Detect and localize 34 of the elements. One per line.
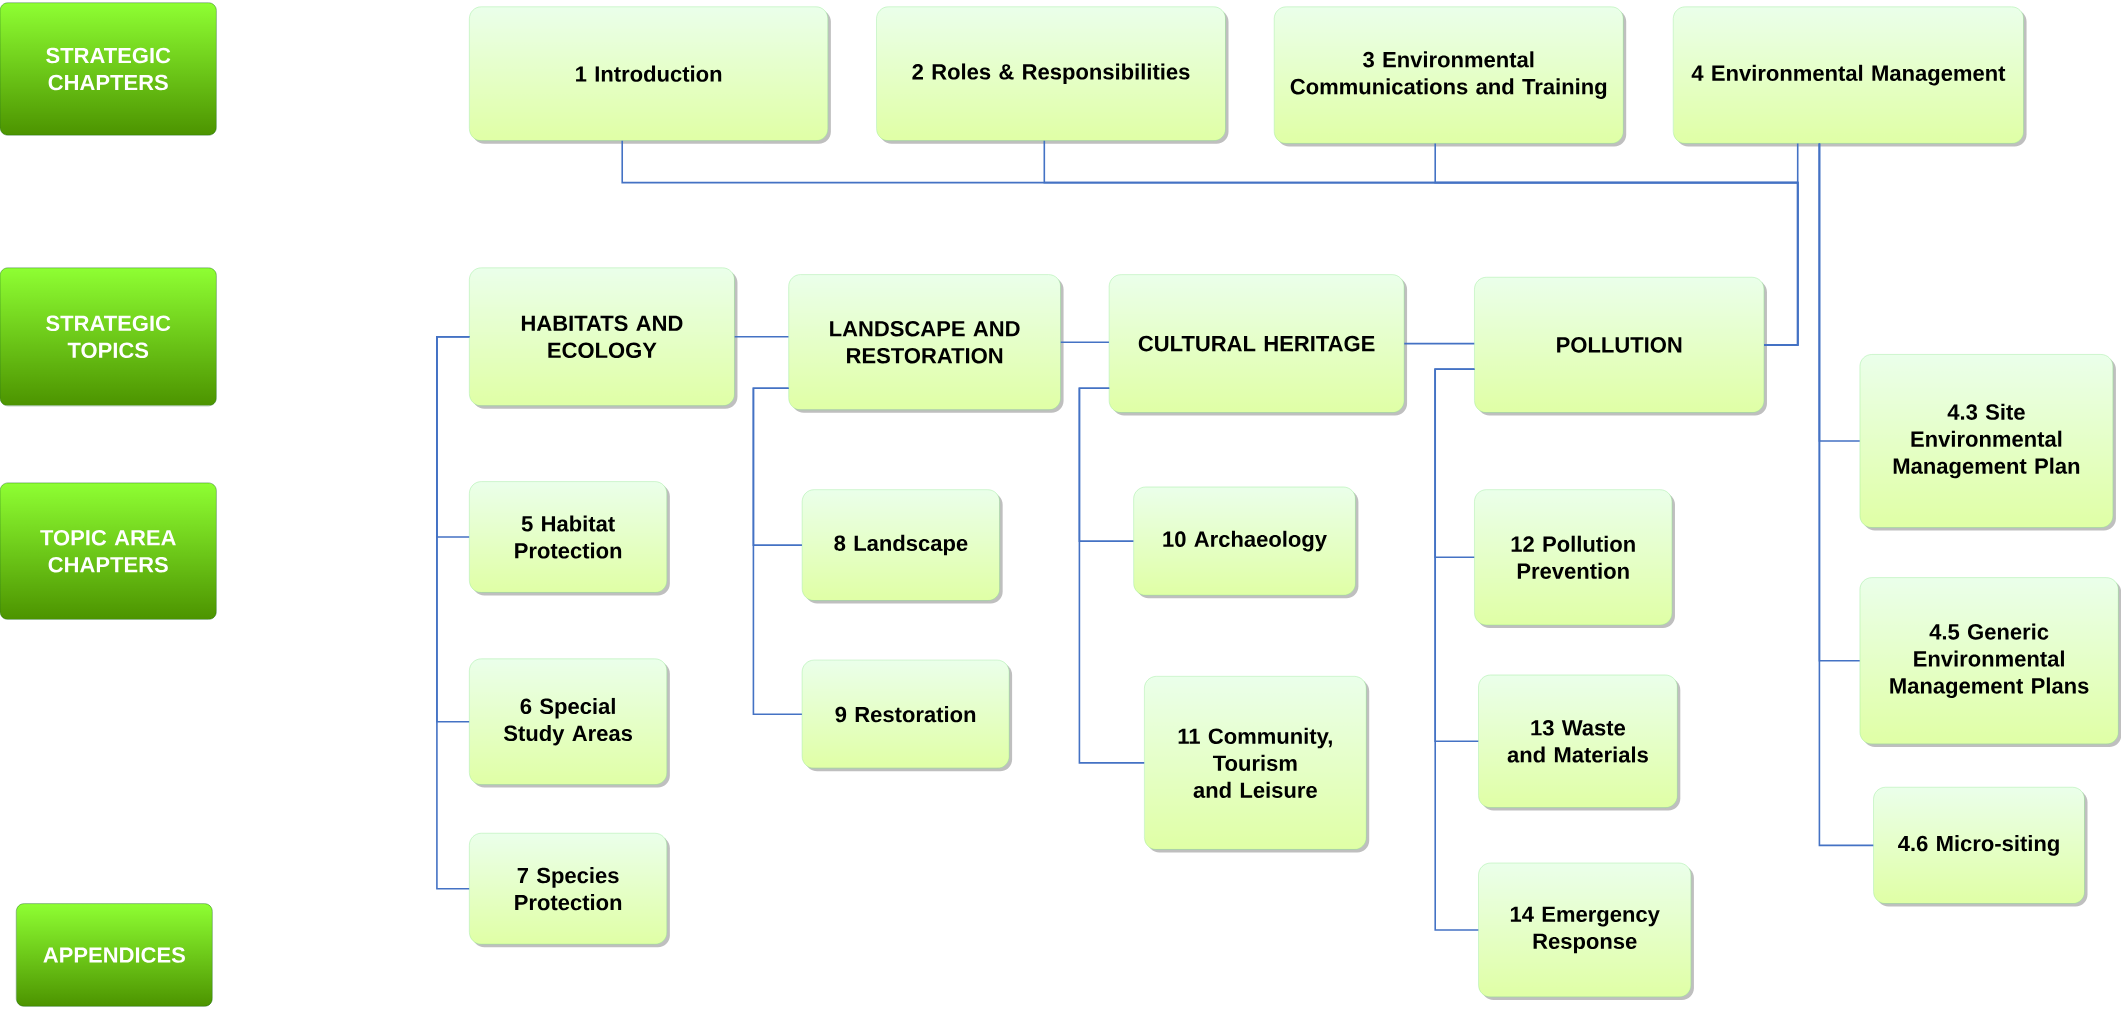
connector-line [1403,342,1476,345]
chapter-box: 4.6 Micro-siting [1873,787,2088,907]
connector-line [1763,142,1799,346]
chapter-box: 2 Roles & Responsibilities [876,6,1229,144]
row-label-box: TOPIC AREA CHAPTERS [0,482,217,620]
chapter-box: LANDSCAPE AND RESTORATION [788,274,1064,413]
chapter-box: 13 Waste and Materials [1478,674,1681,811]
chapter-box: 14 Emergency Response [1478,862,1694,1000]
connector-line [1078,387,1145,764]
chapter-box: 11 Community, Tourism and Leisure [1144,676,1370,853]
chapter-box: 1 Introduction [469,6,831,144]
row-label-box: STRATEGIC CHAPTERS [0,2,217,136]
connector-line [436,336,471,890]
chapter-box: HABITATS AND ECOLOGY [469,267,738,409]
chapter-box: 8 Landscape [801,489,1003,604]
connector-line [1434,368,1480,931]
connector-line [752,387,803,715]
chapter-box: CULTURAL HERITAGE [1108,274,1408,416]
connector-line [1059,341,1110,343]
chapter-box: 4.5 Generic Environmental Management Plans [1859,577,2121,747]
chapter-box: 5 Habitat Protection [469,481,670,596]
chapter-box: 4.3 Site Environmental Management Plan [1859,354,2116,531]
chapter-box: 12 Pollution Prevention [1474,489,1675,628]
chapter-box: 10 Archaeology [1133,486,1359,599]
chapter-box: POLLUTION [1474,277,1767,416]
connector-line [1818,142,1875,847]
chapter-box: 3 Environmental Communications and Training [1274,6,1627,147]
chapter-box: 6 Special Study Areas [469,658,670,788]
chapter-box: 9 Restoration [801,659,1013,772]
connector-line [733,336,790,338]
chapter-box: 4 Environmental Management [1673,6,2027,147]
chapter-box: 7 Species Protection [469,833,670,948]
row-label-box: APPENDICES [16,903,213,1007]
row-label-box: STRATEGIC TOPICS [0,267,217,406]
